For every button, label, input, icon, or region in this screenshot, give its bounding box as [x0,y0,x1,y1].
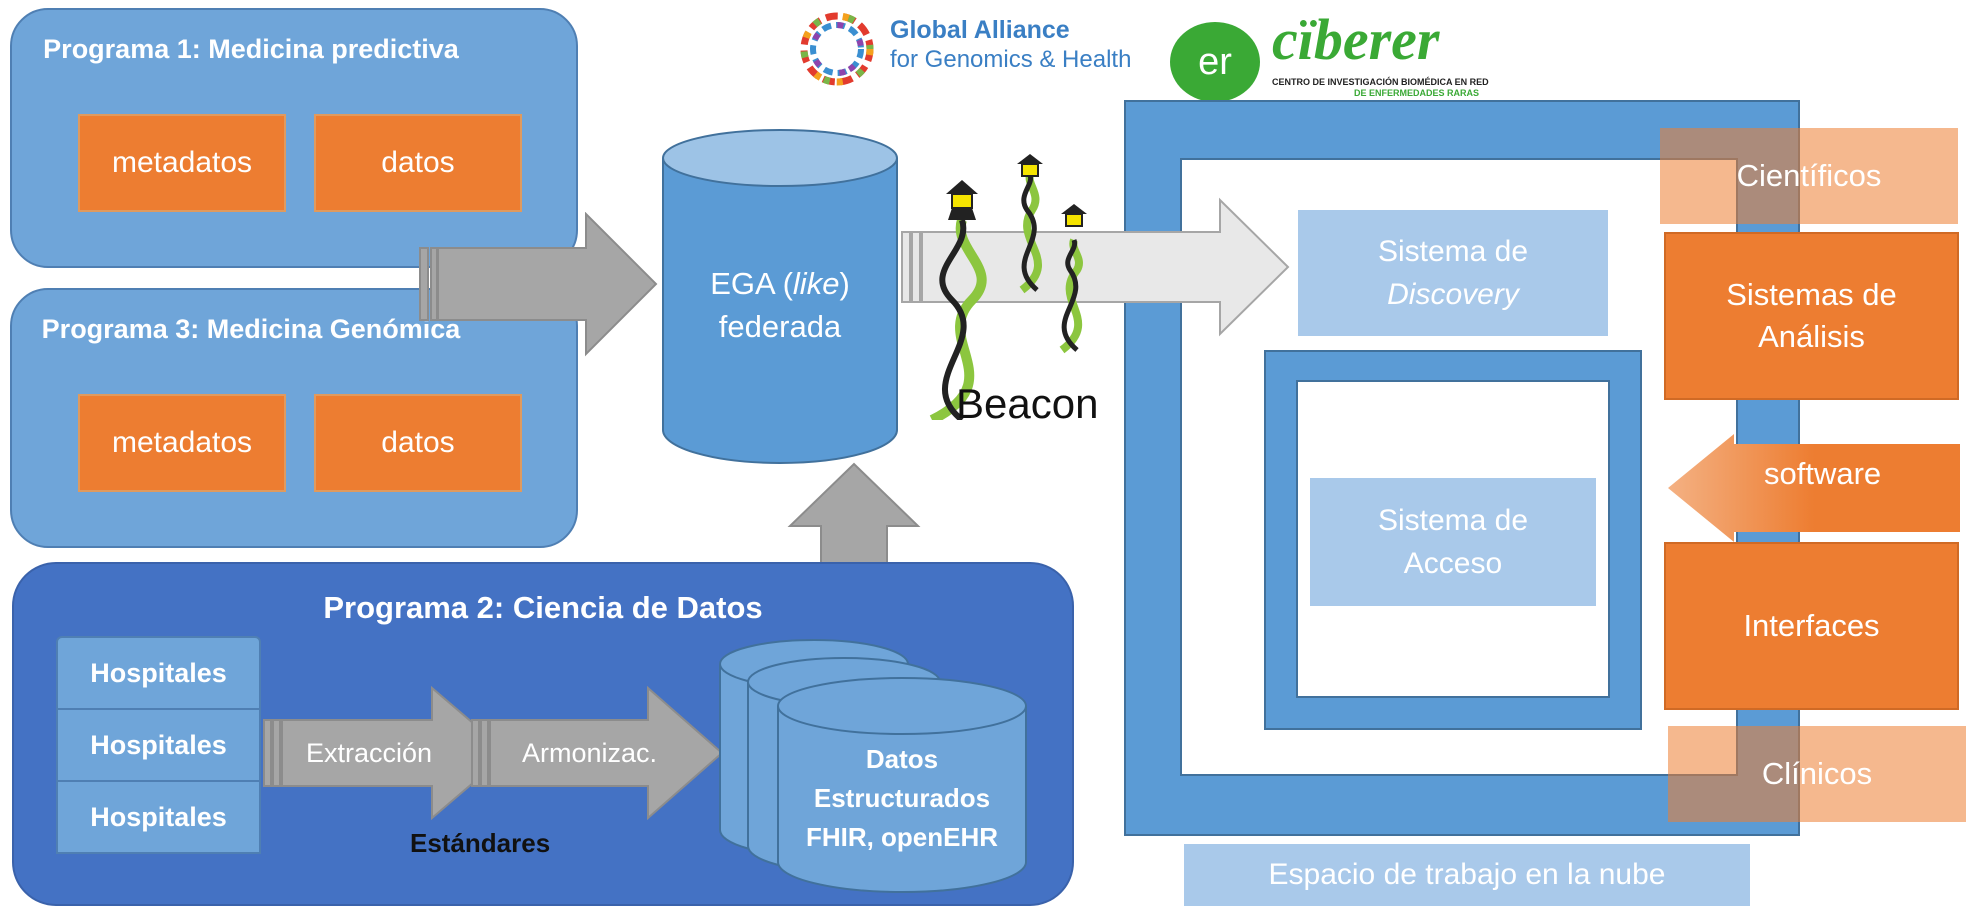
program-2-title: Programa 2: Ciencia de Datos [323,590,763,625]
program-3-title: Programa 3: Medicina Genómica [41,314,461,344]
ega-line2: federada [718,309,842,345]
analisis-line1: Sistemas de [1726,277,1897,313]
db-line-3: FHIR, openEHR [805,822,999,852]
program-1-datos: datos [314,114,522,212]
datos-estructurados-label: Datos Estructurados FHIR, openEHR [778,740,1026,857]
discovery-system-box: Sistema de Discovery [1298,210,1608,336]
access-line2: Acceso [1403,547,1503,580]
armonizacion-label: Armonizac. [522,738,658,768]
cientificos-box: Científicos [1660,128,1958,224]
software-label: software [1764,456,1882,491]
access-system-box: Sistema de Acceso [1310,478,1596,606]
ega-database-cylinder [662,129,898,464]
program-1-title: Programa 1: Medicina predictiva [43,34,459,64]
ciberer-logo-name: cïberer [1272,7,1440,72]
ega-suffix: ) [839,266,850,301]
analisis-line2: Análisis [1758,319,1865,354]
sistemas-analisis-box: Sistemas de Análisis [1664,232,1959,400]
interfaces-box: Interfaces [1664,542,1959,710]
hospital-box-3: Hospitales [56,780,261,854]
program-1-box: Programa 1: Medicina predictiva metadato… [10,8,578,268]
beacon-logo-icon [929,154,1087,420]
db-line-1: Datos [865,744,939,774]
ega-prefix: EGA ( [710,266,793,301]
armonizacion-arrow [471,686,724,820]
beacon-label: Beacon [956,380,1099,427]
programs-to-ega-arrow [419,212,658,357]
hospital-box-2: Hospitales [56,708,261,782]
hospital-box-1: Hospitales [56,636,261,710]
access-line1: Sistema de [1377,503,1529,537]
clinicos-box: Clínicos [1668,726,1966,822]
discovery-line2: Discovery [1387,278,1519,311]
software-arrow [1668,434,1960,542]
ciberer-logo-sub2: DE ENFERMEDADES RARAS [1354,88,1480,98]
db-line-2: Estructurados [813,783,991,813]
program-1-metadatos: metadatos [78,114,286,212]
program-3-metadatos: metadatos [78,394,286,492]
ga4gh-logo-line1: Global Alliance [890,16,1070,44]
ga4gh-logo-line2: for Genomics & Health [890,46,1132,73]
ega-italic: like [792,266,840,301]
ga4gh-logo-icon [800,12,874,86]
discovery-line1: Sistema de [1377,234,1529,268]
extraccion-arrow [263,686,510,820]
program-3-datos: datos [314,394,522,492]
estandares-label: Estándares [410,828,551,858]
ciberer-logo-sub1: CENTRO DE INVESTIGACIÓN BIOMÉDICA EN RED [1272,77,1489,87]
program-3-box: Programa 3: Medicina Genómica metadatos … [10,288,578,548]
workspace-label: Espacio de trabajo en la nube [1184,844,1750,906]
ega-label: EGA (like) federada [660,262,900,349]
extraccion-label: Extracción [306,738,433,768]
ciberer-logo-mark: er [1170,22,1260,102]
datos-estructurados-databases [719,639,1027,893]
